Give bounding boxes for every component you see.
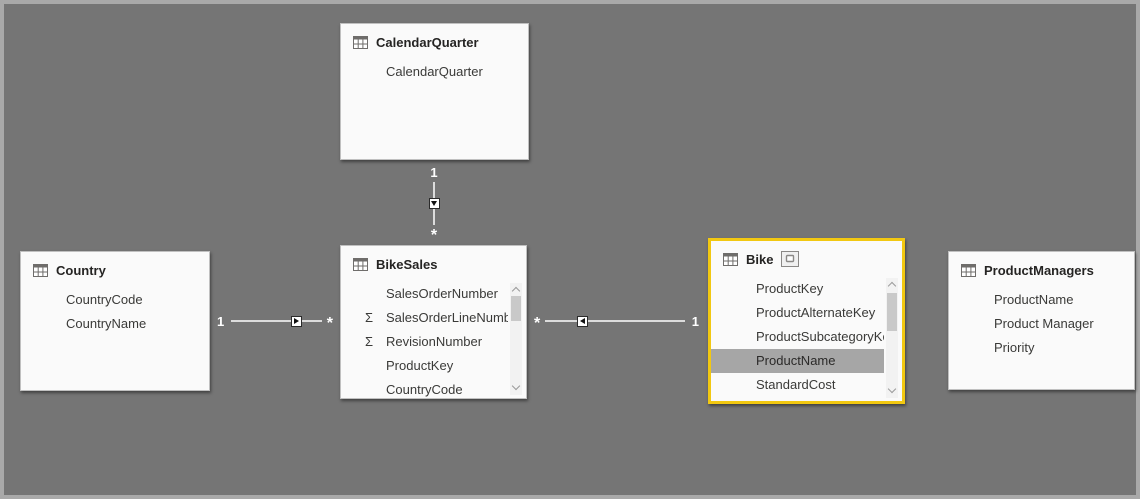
table-title: Country [56,262,106,278]
table-card-header: CalendarQuarter [341,24,528,60]
sigma-icon: Σ [365,334,374,349]
scroll-down-icon[interactable] [510,381,522,395]
sigma-icon: Σ [365,310,374,325]
scrollbar-thumb[interactable] [511,296,521,321]
table-card-header: Bike [711,241,902,277]
field-row[interactable]: CountryCode [386,382,463,397]
table-title: Bike [746,251,774,267]
arrow-left-icon [580,318,586,324]
scroll-up-icon[interactable] [510,283,522,296]
relationship-line[interactable] [588,320,685,322]
collapse-card-icon[interactable] [781,251,800,267]
field-row[interactable]: ProductAlternateKey [756,305,876,320]
field-row[interactable]: CountryCode [66,292,143,307]
field-row[interactable]: Σ SalesOrderLineNumber [341,306,508,330]
vertical-scrollbar[interactable] [510,283,522,395]
field-row[interactable]: SalesOrderNumber [386,286,498,301]
field-row[interactable]: ProductSubcategoryKey [756,329,884,344]
vertical-scrollbar[interactable] [886,278,898,398]
table-card-header: BikeSales [341,246,526,282]
field-row[interactable]: FinishedGoodsFlag [711,397,884,401]
field-list: CountryCode CountryName [21,288,209,390]
scroll-up-icon[interactable] [886,278,898,291]
cardinality-many-label: * [534,315,541,332]
relationship-direction-box[interactable] [577,315,589,327]
table-title: BikeSales [376,256,438,272]
cardinality-one-label: 1 [217,313,225,329]
arrow-down-icon [431,201,437,206]
table-icon [353,257,368,271]
field-list: CalendarQuarter [341,60,528,159]
table-card-productmanagers[interactable]: ProductManagers ProductName Product Mana… [948,251,1135,390]
table-title: CalendarQuarter [376,34,479,50]
field-row[interactable]: Σ RevisionNumber [341,330,508,354]
relationship-line[interactable] [545,320,578,322]
cardinality-many-label: * [326,315,334,332]
scroll-down-icon[interactable] [886,384,898,398]
relationship-direction-box[interactable] [428,198,440,209]
field-row[interactable]: CalendarQuarter [386,64,483,79]
relationship-bikesales-bike[interactable]: * 1 [529,309,706,333]
table-card-calendarquarter[interactable]: CalendarQuarter CalendarQuarter [340,23,529,160]
field-list: ProductName Product Manager Priority [949,288,1134,389]
cardinality-one-label: 1 [430,165,438,180]
table-icon [723,252,738,266]
table-card-bikesales[interactable]: BikeSales SalesOrderNumber Σ SalesOrderL… [340,245,527,399]
cardinality-many-label: * [430,227,438,244]
relationship-line[interactable] [231,320,291,322]
table-icon [961,263,976,277]
table-card-header: Country [21,252,209,288]
relationship-calendarquarter-bikesales[interactable]: 1 * [427,164,441,244]
relationship-line[interactable] [433,209,435,225]
field-row[interactable]: CountryName [66,316,147,331]
table-card-header: ProductManagers [949,252,1134,288]
table-card-bike[interactable]: Bike ProductKey ProductAlternateKey Prod… [708,238,905,404]
arrow-right-icon [293,318,299,324]
relationship-country-bikesales[interactable]: 1 * [210,309,338,333]
table-card-country[interactable]: Country CountryCode CountryName [20,251,210,391]
table-icon [353,35,368,49]
field-list: SalesOrderNumber Σ SalesOrderLineNumber … [341,282,526,398]
field-row[interactable]: Priority [994,340,1035,355]
relationship-line[interactable] [301,320,322,322]
table-icon [33,263,48,277]
field-row[interactable]: StandardCost [756,377,836,392]
field-row[interactable]: ProductKey [386,358,454,373]
field-row-selected[interactable]: ProductName [711,349,884,373]
table-title: ProductManagers [984,262,1094,278]
field-row[interactable]: Product Manager [994,316,1094,331]
cardinality-one-label: 1 [691,313,700,329]
relationship-direction-box[interactable] [290,315,302,327]
field-list: ProductKey ProductAlternateKey ProductSu… [711,277,902,401]
relationship-line[interactable] [433,182,435,198]
field-row[interactable]: ProductName [994,292,1074,307]
field-row[interactable]: ProductKey [756,281,824,296]
scrollbar-thumb[interactable] [887,293,897,331]
